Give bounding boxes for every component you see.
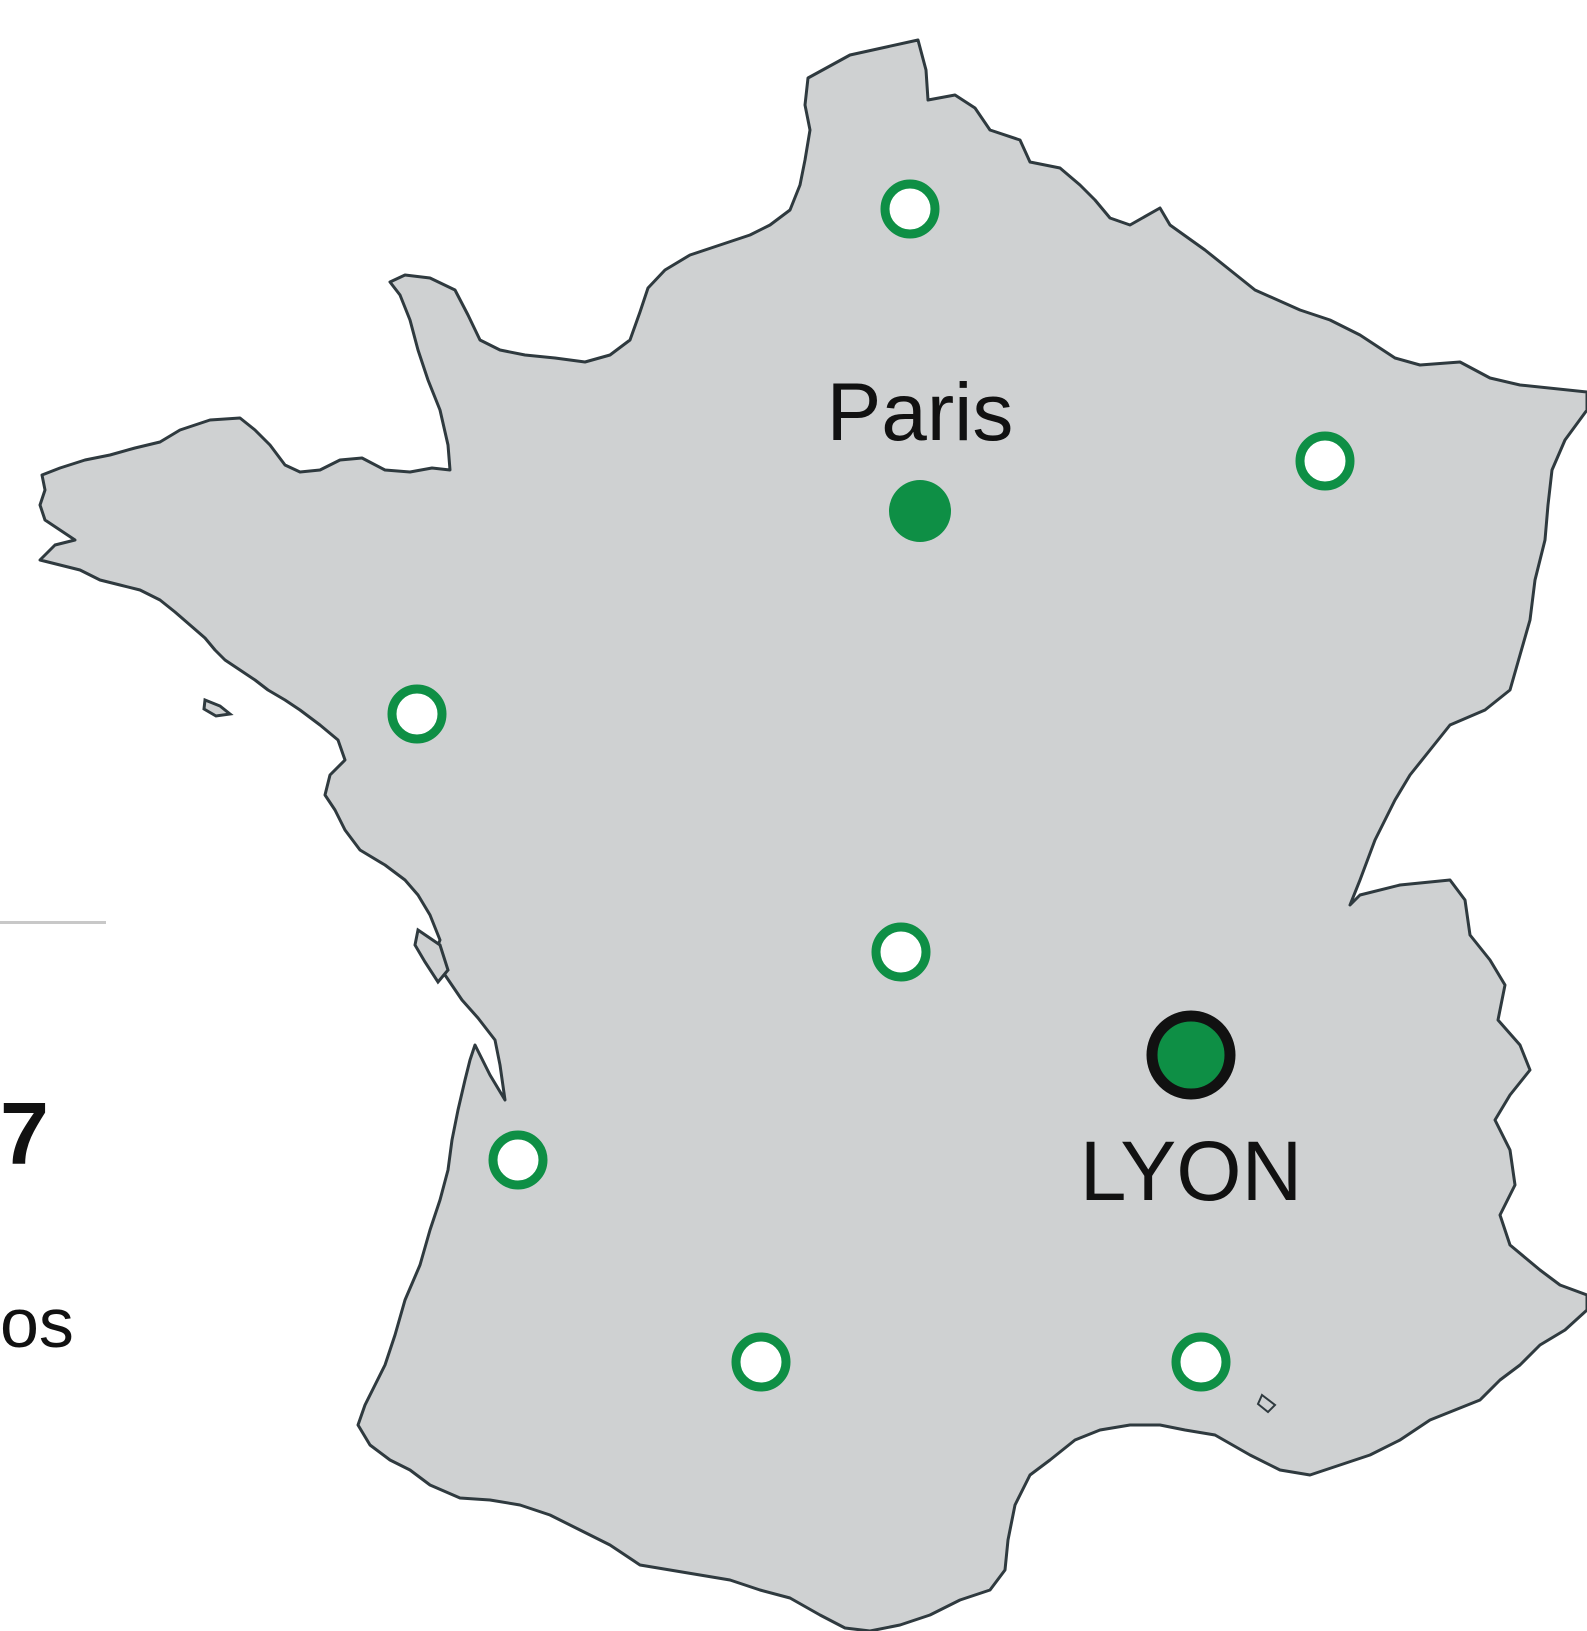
coast-island-oleron <box>413 927 450 985</box>
marker-north[interactable] <box>880 179 940 239</box>
paris-label: Paris <box>827 367 1014 458</box>
divider-line <box>0 921 106 924</box>
marker-southwest[interactable] <box>488 1130 548 1190</box>
marker-center[interactable] <box>871 922 931 982</box>
marker-southeast[interactable] <box>1171 1332 1231 1392</box>
marker-northeast[interactable] <box>1295 431 1355 491</box>
marker-south[interactable] <box>731 1332 791 1392</box>
france-landmass <box>38 38 1587 1631</box>
lyon-label: LYON <box>1080 1124 1303 1218</box>
cropped-text-top: 7 <box>0 1084 49 1183</box>
coast-island-small <box>202 697 234 718</box>
paris-marker[interactable] <box>889 480 951 542</box>
cropped-text-bottom: os <box>0 1284 74 1362</box>
lyon-marker[interactable] <box>1146 1010 1236 1100</box>
coast-island-corse-tip <box>1256 1393 1277 1414</box>
marker-west[interactable] <box>387 684 447 744</box>
